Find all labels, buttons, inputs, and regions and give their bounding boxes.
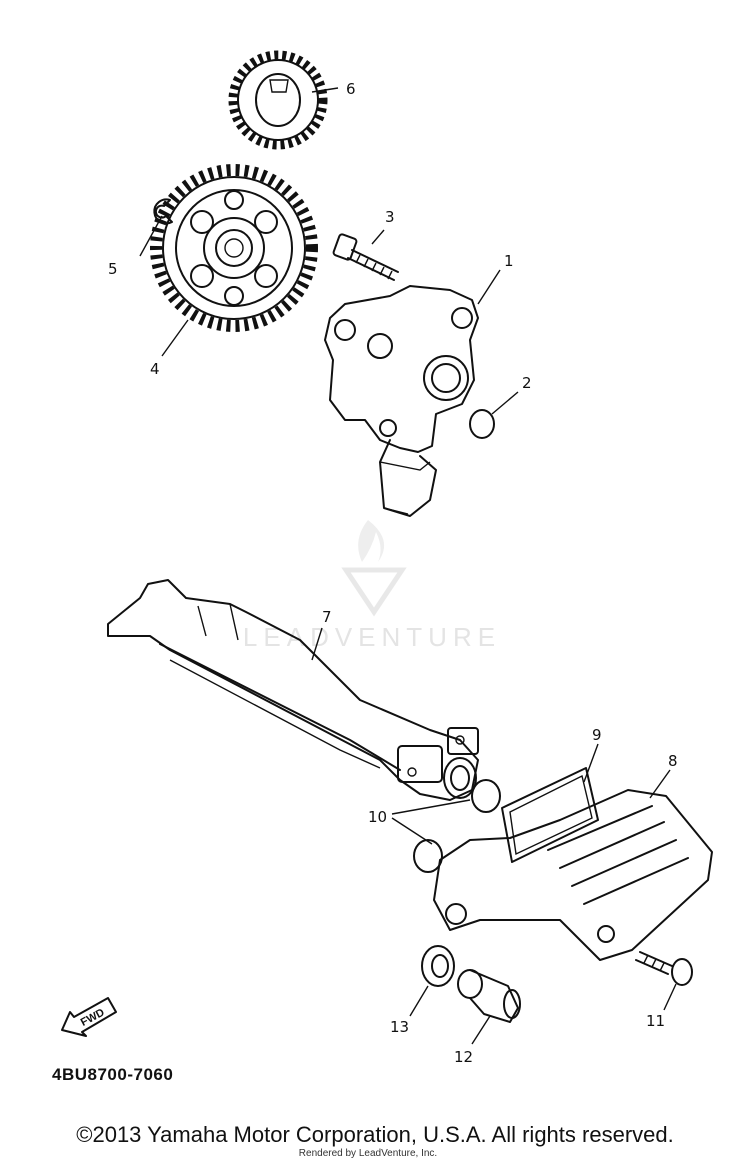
watermark-v-icon — [341, 567, 407, 617]
callout-10: 10 — [368, 808, 387, 826]
flame-icon — [358, 520, 385, 562]
callout-5: 5 — [108, 260, 118, 278]
callout-12: 12 — [454, 1048, 473, 1066]
copyright-notice: ©2013 Yamaha Motor Corporation, U.S.A. A… — [76, 1122, 673, 1147]
leader-lines — [139, 87, 677, 1045]
part-13-washer — [421, 945, 455, 987]
callout-2: 2 — [522, 374, 532, 392]
callout-7: 7 — [322, 608, 332, 626]
callout-11: 11 — [646, 1012, 665, 1030]
part-9-gasket — [501, 767, 599, 863]
callout-1: 1 — [504, 252, 514, 270]
part-7-oil-strainer — [107, 579, 479, 801]
part-1-oil-pump — [324, 285, 479, 517]
watermark-text: LEADVENTURE — [243, 622, 501, 652]
callout-4: 4 — [150, 360, 160, 378]
part-4-large-gear — [150, 164, 318, 332]
part-8-oil-cover — [433, 789, 713, 961]
callout-labels: 1 2 3 4 5 6 7 8 9 10 11 12 13 — [108, 80, 678, 1066]
callout-13: 13 — [390, 1018, 409, 1036]
part-5-circlip — [153, 198, 173, 225]
diagram-code: 4BU8700-7060 — [52, 1065, 173, 1084]
part-11-bolt — [635, 951, 693, 986]
leadventure-watermark: LEADVENTURE — [243, 520, 501, 652]
callout-9: 9 — [592, 726, 602, 744]
callout-6: 6 — [346, 80, 356, 98]
render-credit: Rendered by LeadVenture, Inc. — [299, 1148, 437, 1159]
part-3-bolt — [332, 233, 399, 281]
callout-8: 8 — [668, 752, 678, 770]
part-2-o-ring — [469, 409, 495, 439]
part-10-o-rings — [413, 779, 501, 873]
part-6-small-gear — [228, 50, 328, 150]
callout-3: 3 — [385, 208, 395, 226]
fwd-arrow: FWD — [61, 997, 117, 1037]
part-12-drain-plug — [457, 969, 521, 1023]
